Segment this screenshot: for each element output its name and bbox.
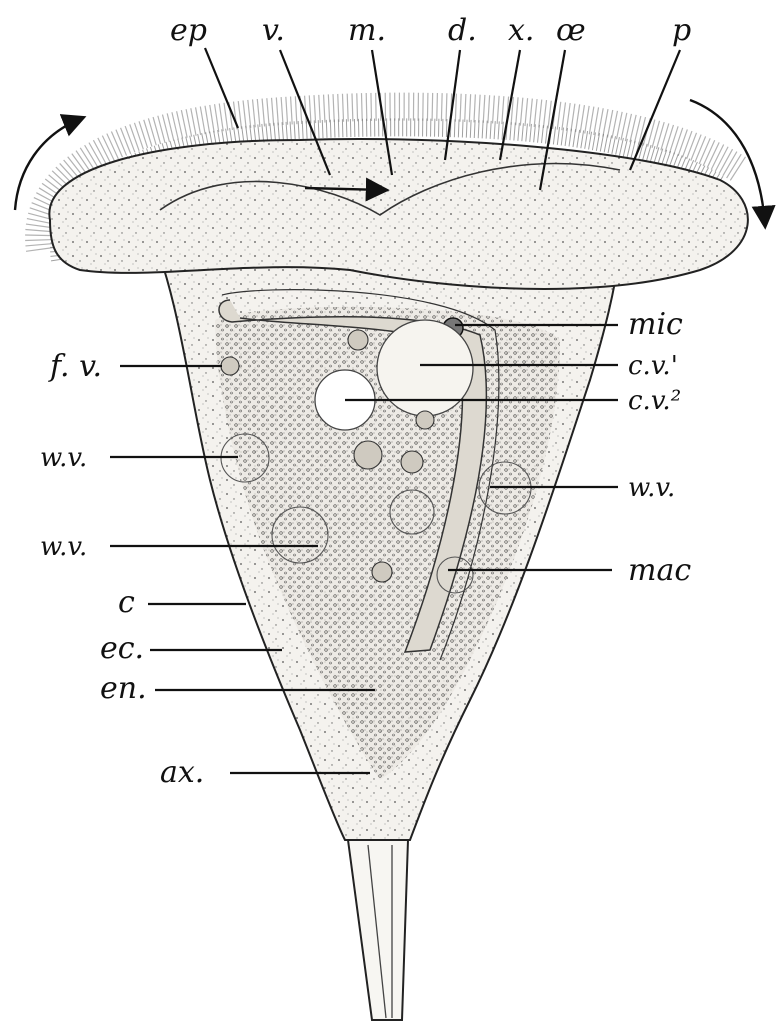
- label-mac: mac: [628, 553, 691, 588]
- label-wv-left-lower: w.v.: [40, 532, 87, 562]
- label-wv-left-upper: w.v.: [40, 443, 87, 473]
- label-m: m.: [348, 13, 386, 48]
- label-p: p: [672, 13, 691, 48]
- peristome-disc: [49, 139, 748, 289]
- label-oe: œ: [556, 13, 586, 48]
- label-mic: mic: [628, 307, 683, 342]
- label-ec: ec.: [100, 631, 144, 666]
- label-cv2: c.v.²: [628, 386, 681, 416]
- label-v: v.: [262, 13, 285, 48]
- label-c: c: [118, 585, 135, 620]
- label-en: en.: [100, 671, 147, 706]
- label-cv1: c.v.': [628, 351, 678, 381]
- label-ep: ep: [170, 13, 207, 48]
- label-d: d.: [448, 13, 477, 48]
- label-x: x.: [508, 13, 534, 48]
- label-ax: ax.: [160, 755, 204, 790]
- stalk: [348, 840, 408, 1020]
- label-fv: f. v.: [48, 349, 102, 384]
- label-wv-right: w.v.: [628, 473, 675, 503]
- contractile-vacuole-1: [377, 320, 473, 416]
